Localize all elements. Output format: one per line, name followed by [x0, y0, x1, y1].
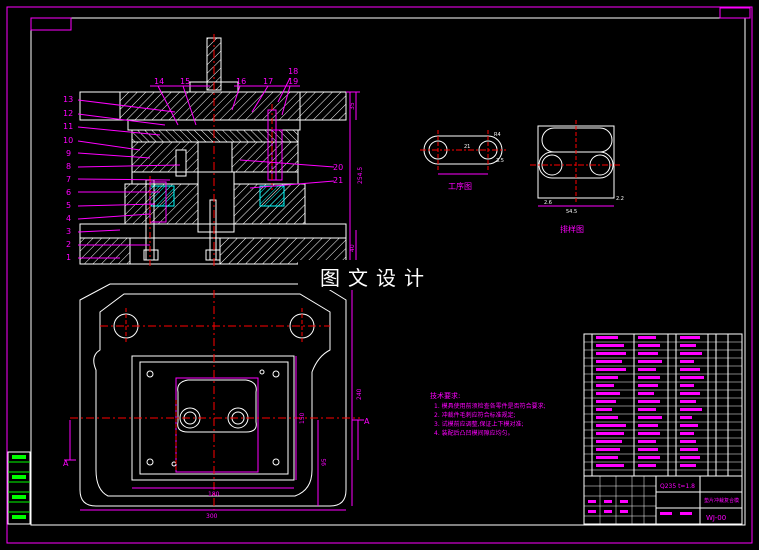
part-label: 21	[333, 176, 343, 185]
part-label: 10	[63, 136, 73, 145]
layout-view	[530, 120, 622, 207]
tech-item: 1. 模具使用前须检查各零件是否符合要求;	[434, 402, 546, 410]
tech-items: 1. 模具使用前须检查各零件是否符合要求; 2. 冲裁件毛刺应符合标准规定; 3…	[434, 402, 546, 437]
dim-text: 54.5	[566, 209, 577, 215]
dim-text: 2.2	[616, 196, 624, 202]
part-label: 20	[333, 163, 343, 172]
part-label: 4	[66, 214, 71, 223]
part-label: 18	[288, 67, 298, 76]
section-dims: 35 254.5 40	[349, 102, 364, 252]
process-view	[420, 130, 506, 175]
tech-title: 技术要求:	[430, 391, 460, 400]
tech-item: 4. 装配后凸凹模间隙应均匀。	[434, 429, 514, 437]
part-label: 13	[63, 95, 73, 104]
part-label: 8	[66, 162, 71, 171]
process-caption: 工序图	[448, 181, 472, 191]
dim-text: 300	[206, 513, 218, 520]
dim-text: 40	[349, 244, 356, 252]
part-label: 19	[288, 77, 298, 86]
section-view	[77, 34, 360, 268]
part-label: 12	[63, 109, 73, 118]
section-label: A	[63, 459, 69, 468]
dim-text: 150	[299, 412, 306, 424]
dim-text: 180	[208, 491, 220, 498]
part-label: 3	[66, 227, 71, 236]
dim-text: R4	[494, 132, 501, 138]
dim-text: 21	[464, 144, 470, 150]
drawing-code: WJ-00	[706, 514, 726, 522]
title-block	[583, 475, 743, 525]
dim-text: 35	[349, 102, 356, 110]
dim-text: 2.6	[544, 200, 552, 206]
tech-item: 2. 冲裁件毛刺应符合标准规定;	[434, 411, 516, 419]
part-label: 15	[180, 77, 190, 86]
plan-dims: 240 150 95 180 300	[206, 388, 363, 520]
part-label: 1	[66, 253, 71, 262]
watermark-box: 图文设计	[298, 260, 458, 290]
process-dims: R4 21 3.5	[464, 132, 504, 164]
leader-lines	[77, 77, 335, 259]
dim-text: 254.5	[357, 167, 364, 184]
part-labels: 13 12 11 10 9 8 7 6 5 4 3 2 1 14 15 16 1…	[63, 67, 343, 262]
dim-text: 3.5	[496, 158, 504, 164]
watermark-text: 图文设计	[320, 266, 432, 290]
left-margin-table	[7, 451, 31, 525]
part-label: 17	[263, 77, 273, 86]
section-label: A	[364, 417, 370, 426]
part-label: 14	[154, 77, 164, 86]
part-label: 9	[66, 149, 71, 158]
layout-caption: 排样图	[560, 224, 584, 234]
tech-item: 3. 试模前应调整,保证上下模对准;	[434, 420, 524, 428]
parts-list-table	[583, 333, 743, 477]
drawing-name: 垫片冲裁复合模	[704, 497, 739, 504]
part-label: 11	[63, 122, 73, 131]
part-label: 2	[66, 240, 71, 249]
part-label: 16	[236, 77, 246, 86]
drawing-border	[6, 6, 753, 544]
dim-text: 240	[356, 388, 363, 400]
layout-dims: 2.6 54.5 2.2	[544, 196, 624, 215]
part-label: 6	[66, 188, 71, 197]
material-text: Q235 t=1.8	[660, 483, 695, 490]
part-label: 5	[66, 201, 71, 210]
part-label: 7	[66, 175, 71, 184]
dim-text: 95	[321, 458, 328, 466]
plan-view	[64, 283, 364, 511]
